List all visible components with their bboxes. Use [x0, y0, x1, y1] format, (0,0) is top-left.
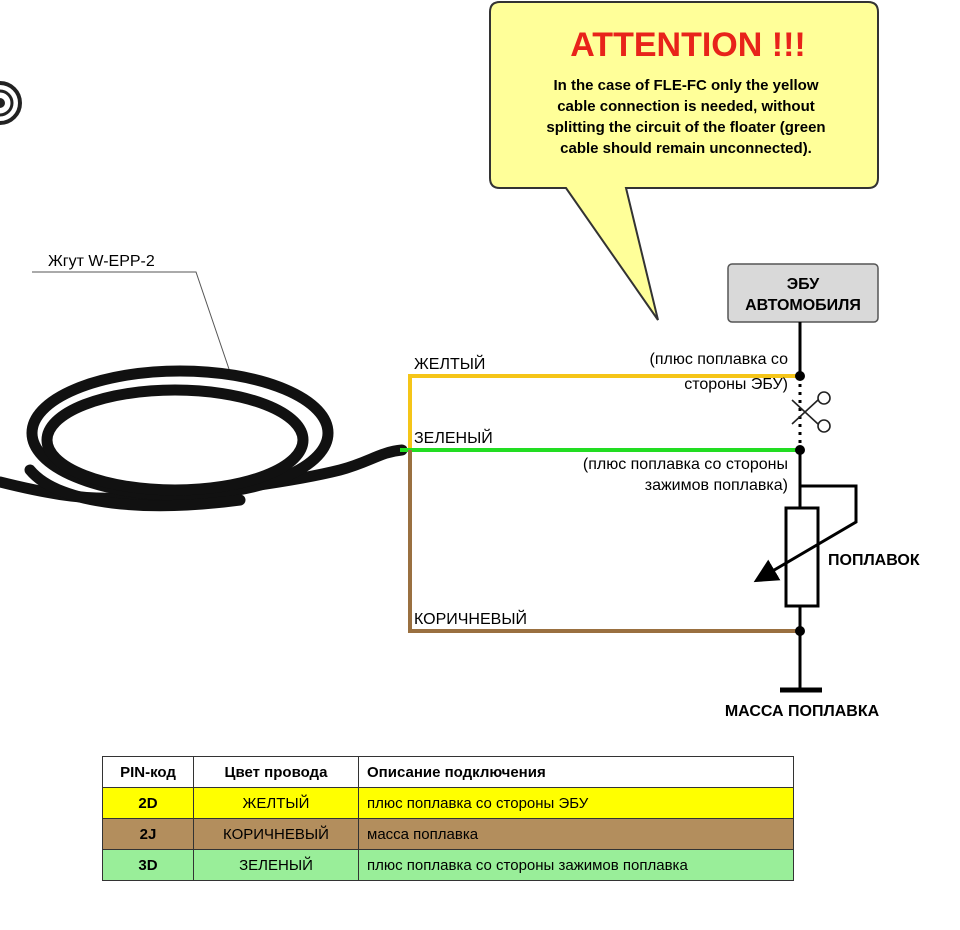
row-color: ЗЕЛЕНЫЙ	[193, 849, 359, 881]
table-header-row: PIN-код Цвет провода Описание подключени…	[102, 756, 794, 788]
ecu-label-1: ЭБУ	[787, 276, 820, 293]
scissors-icon	[791, 391, 831, 433]
junction-dot-brown	[795, 626, 805, 636]
row-color: ЖЕЛТЫЙ	[193, 787, 359, 819]
green-wire-label: ЗЕЛЕНЫЙ	[414, 428, 493, 447]
header-color: Цвет провода	[193, 756, 359, 788]
row-pin: 2J	[102, 818, 194, 850]
row-pin: 2D	[102, 787, 194, 819]
ecu-label-2: АВТОМОБИЛЯ	[745, 297, 861, 314]
yellow-note-1: (плюс поплавка со	[649, 351, 788, 368]
table-row: 2D ЖЕЛТЫЙ плюс поплавка со стороны ЭБУ	[102, 787, 794, 819]
junction-dot-green	[795, 445, 805, 455]
yellow-wire	[408, 374, 800, 450]
harness-leader	[32, 271, 231, 373]
ground-label: МАССА ПОПЛАВКА	[725, 703, 880, 720]
yellow-wire-label: ЖЕЛТЫЙ	[414, 354, 485, 373]
green-note-2: зажимов поплавка)	[645, 477, 788, 494]
row-desc: масса поплавка	[358, 818, 794, 850]
attention-line-4: cable should remain unconnected).	[560, 140, 812, 157]
row-desc: плюс поплавка со стороны зажимов поплавк…	[358, 849, 794, 881]
harness-label: Жгут W-EPP-2	[48, 253, 155, 270]
brown-wire-label: КОРИЧНЕВЫЙ	[414, 609, 527, 628]
table-row: 2J КОРИЧНЕВЫЙ масса поплавка	[102, 818, 794, 850]
float-resistor	[784, 506, 820, 608]
ecu-box	[727, 263, 879, 323]
yellow-note-2: стороны ЭБУ)	[684, 376, 788, 393]
header-pin: PIN-код	[102, 756, 194, 788]
harness-coil	[0, 365, 408, 512]
table-row: 3D ЗЕЛЕНЫЙ плюс поплавка со стороны зажи…	[102, 849, 794, 881]
green-note-1: (плюс поплавка со стороны	[583, 456, 788, 473]
row-pin: 3D	[102, 849, 194, 881]
row-desc: плюс поплавка со стороны ЭБУ	[358, 787, 794, 819]
attention-callout	[489, 1, 879, 321]
float-label: ПОПЛАВОК	[828, 552, 920, 569]
row-color: КОРИЧНЕВЫЙ	[193, 818, 359, 850]
attention-line-3: splitting the circuit of the floater (gr…	[546, 119, 825, 136]
attention-title: ATTENTION !!!	[570, 26, 805, 64]
attention-line-2: cable connection is needed, without	[557, 98, 815, 115]
header-desc: Описание подключения	[358, 756, 794, 788]
pin-table: PIN-код Цвет провода Описание подключени…	[102, 756, 794, 881]
junction-dot-yellow	[795, 371, 805, 381]
brown-wire	[408, 450, 800, 633]
attention-line-1: In the case of FLE-FC only the yellow	[553, 77, 818, 94]
float-wiper	[753, 484, 858, 583]
logo-icon	[0, 81, 22, 125]
